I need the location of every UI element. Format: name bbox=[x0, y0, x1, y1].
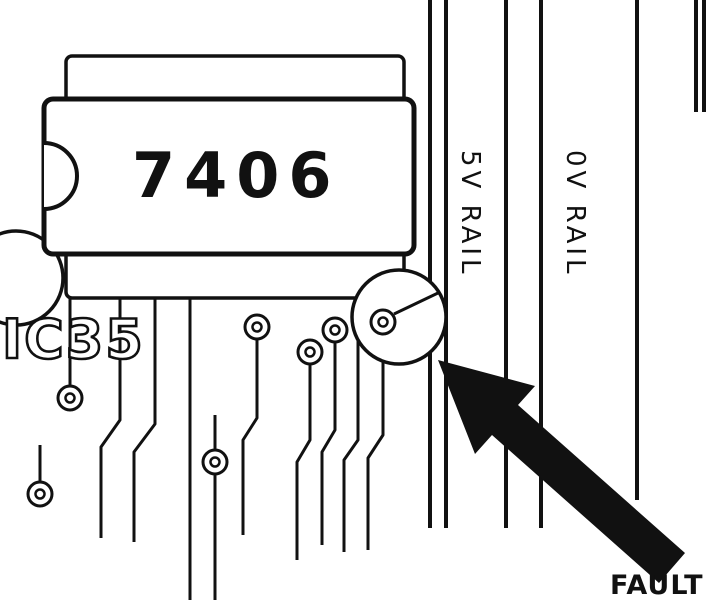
pad bbox=[296, 338, 324, 366]
fault-crack-line bbox=[393, 291, 439, 316]
pad bbox=[243, 313, 271, 341]
trace bbox=[320, 342, 337, 545]
fault-circle bbox=[350, 268, 448, 366]
fault-area bbox=[350, 268, 448, 366]
trace bbox=[342, 298, 360, 552]
trace bbox=[366, 298, 385, 550]
pad bbox=[321, 316, 349, 344]
trace bbox=[99, 298, 122, 538]
rail-5v-label: 5V RAIL bbox=[455, 150, 485, 278]
trace bbox=[241, 339, 259, 535]
rail-0v-label: 0V RAIL bbox=[560, 150, 590, 278]
pads bbox=[26, 313, 349, 508]
pcb-traces bbox=[38, 298, 385, 600]
rail-traces bbox=[428, 0, 706, 528]
pad bbox=[369, 308, 397, 336]
trace bbox=[295, 364, 312, 560]
large-pad-arc bbox=[0, 229, 65, 327]
pad bbox=[26, 480, 54, 508]
ic-ref-label: IC35 bbox=[2, 308, 145, 371]
fault-arrow bbox=[438, 360, 685, 583]
ic-package: 7406 bbox=[41, 54, 417, 300]
trace bbox=[132, 298, 157, 542]
ic-part-number: 7406 bbox=[132, 139, 341, 212]
pad bbox=[56, 384, 84, 412]
pad bbox=[201, 448, 229, 476]
ic-pin1-notch bbox=[43, 141, 79, 211]
fault-label: FAULT bbox=[610, 570, 704, 600]
